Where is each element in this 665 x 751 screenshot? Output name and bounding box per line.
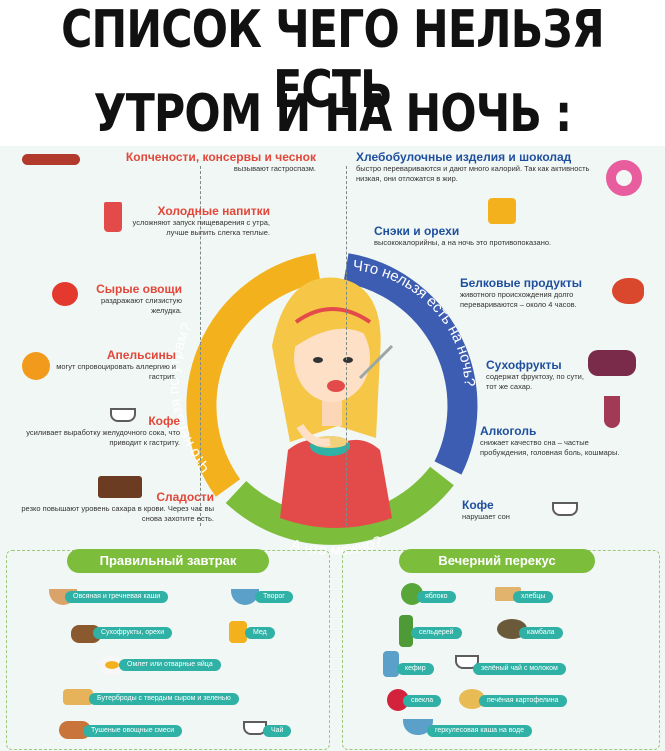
breakfast-item: Творог: [255, 591, 293, 603]
morning-item-text: усиливает выработку желудочного сока, чт…: [26, 428, 180, 447]
morning-item-title: Кофе: [148, 414, 180, 428]
night-item-title: Белковые продукты: [460, 276, 583, 290]
morning-item-text: усложняют запуск пищеварения с утра, луч…: [132, 218, 270, 237]
girl-illustration: [272, 277, 394, 528]
morning-item-title: Сырые овощи: [96, 282, 182, 296]
breakfast-item: Мед: [245, 627, 275, 639]
morning-item-cold-drinks: Холодные напитки усложняют запуск пищева…: [118, 204, 270, 237]
night-item-title: Хлебобулочные изделия и шоколад: [356, 150, 572, 164]
coffee-cup-icon: [552, 502, 578, 516]
breakfast-item: Бутерброды с твердым сыром и зеленью: [89, 693, 239, 705]
breakfast-item: Сухофрукты, орехи: [93, 627, 173, 639]
morning-item-title: Сладости: [156, 490, 214, 504]
night-item-title: Кофе: [462, 498, 494, 512]
night-ring-arc: [343, 253, 478, 475]
night-item-protein: Белковые продукты животного происхождени…: [460, 276, 610, 309]
evening-item: кефир: [397, 663, 434, 675]
evening-item: зелёный чай с молоком: [473, 663, 566, 675]
sausage-icon: [22, 154, 80, 165]
evening-item: хлебцы: [513, 591, 554, 603]
orange-icon: [22, 352, 50, 380]
night-item-title: Алкоголь: [480, 424, 537, 438]
dried-fruits-icon: [588, 350, 636, 376]
breakfast-panel: Правильный завтрак Овсяная и гречневая к…: [6, 549, 330, 750]
tomato-icon: [52, 282, 78, 306]
center-ring: Что нельзя по утрам? Что нельзя есть на …: [166, 253, 478, 559]
evening-item: печёная картофелина: [479, 695, 567, 707]
morning-connector: [200, 166, 201, 526]
beet-icon: [387, 689, 409, 711]
night-item-bakery: Хлебобулочные изделия и шоколад быстро п…: [356, 150, 602, 183]
evening-item: свекла: [403, 695, 442, 707]
chicken-leg-icon: [612, 278, 644, 304]
evening-item: камбала: [519, 627, 563, 639]
breakfast-item: Омлет или отварные яйца: [119, 659, 221, 671]
night-item-text: высококалорийны, а на ночь это противопо…: [374, 238, 552, 247]
evening-item: сельдерей: [411, 627, 462, 639]
night-item-coffee: Кофе нарушает сон: [462, 498, 552, 522]
morning-item-text: резко повышают уровень сахара в крови. Ч…: [21, 504, 214, 523]
snack-bag-icon: [488, 198, 516, 224]
morning-item-oranges: Апельсины могут спровоцировать аллергию …: [52, 348, 176, 381]
night-item-text: содержат фруктозу, по сути, тот же сахар…: [486, 372, 584, 391]
night-item-text: снижает качество сна – частые пробуждени…: [480, 438, 620, 457]
morning-item-sweets: Сладости резко повышают уровень сахара в…: [2, 490, 214, 523]
wine-glass-icon: [604, 396, 620, 428]
night-item-text: животного происхождения долго переварива…: [460, 290, 577, 309]
breakfast-title: Правильный завтрак: [67, 549, 269, 573]
potato-icon: [459, 689, 485, 709]
cake-icon: [98, 476, 142, 498]
morning-item-title: Апельсины: [106, 348, 176, 362]
night-item-title: Снэки и орехи: [374, 224, 460, 238]
curd-bowl-icon: [231, 589, 259, 605]
morning-item-smoked: Копчености, консервы и чеснок вызывают г…: [80, 150, 316, 174]
morning-item-text: раздражают слизистую желудка.: [100, 296, 182, 315]
headline-line-2: УТРОМ И НА НОЧЬ :: [93, 84, 572, 144]
allowed-ring-arc: [225, 466, 454, 545]
morning-item-text: вызывают гастроспазм.: [233, 164, 316, 173]
headline-line-1: СПИСОК ЧЕГО НЕЛЬЗЯ ЕСТЬ: [61, 0, 605, 120]
infographic-poster: Что нельзя по утрам? Что нельзя есть на …: [0, 146, 665, 751]
celery-icon: [399, 615, 413, 647]
night-connector: [346, 166, 347, 526]
night-item-snacks: Снэки и орехи высококалорийны, а на ночь…: [374, 224, 654, 248]
breakfast-item: Тушеные овощные смеси: [83, 725, 183, 737]
donut-icon: [606, 160, 642, 196]
morning-item-coffee: Кофе усиливает выработку желудочного сок…: [2, 414, 180, 447]
morning-item-title: Копчености, консервы и чеснок: [125, 150, 316, 164]
morning-item-raw-vegetables: Сырые овощи раздражают слизистую желудка…: [80, 282, 182, 315]
breakfast-item: Чай: [263, 725, 292, 737]
night-item-alcohol: Алкоголь снижает качество сна – частые п…: [480, 424, 620, 457]
night-item-title: Сухофрукты: [486, 358, 562, 372]
kefir-bottle-icon: [383, 651, 399, 677]
morning-ring-arc: [186, 253, 321, 497]
evening-panel: Вечерний перекус яблоко хлебцы сельдерей…: [342, 549, 660, 750]
night-item-dried-fruits: Сухофрукты содержат фруктозу, по сути, т…: [486, 358, 596, 391]
vegetable-dish-icon: [59, 721, 91, 739]
cold-drink-icon: [104, 202, 122, 232]
evening-title: Вечерний перекус: [399, 549, 595, 573]
morning-item-title: Холодные напитки: [157, 204, 270, 218]
evening-item: яблоко: [417, 591, 456, 603]
sandwich-icon: [63, 689, 93, 705]
honey-jar-icon: [229, 621, 247, 643]
oatmeal-bowl-icon: [403, 719, 433, 735]
night-item-text: быстро перевариваются и дают много калор…: [356, 164, 590, 183]
evening-item: геркулесовая каша на воде: [427, 725, 533, 737]
morning-item-text: могут спровоцировать аллергию и гастрит.: [56, 362, 176, 381]
breakfast-item: Овсяная и гречневая каши: [65, 591, 169, 603]
coffee-cup-icon: [110, 408, 136, 422]
night-item-text: нарушает сон: [462, 512, 510, 521]
